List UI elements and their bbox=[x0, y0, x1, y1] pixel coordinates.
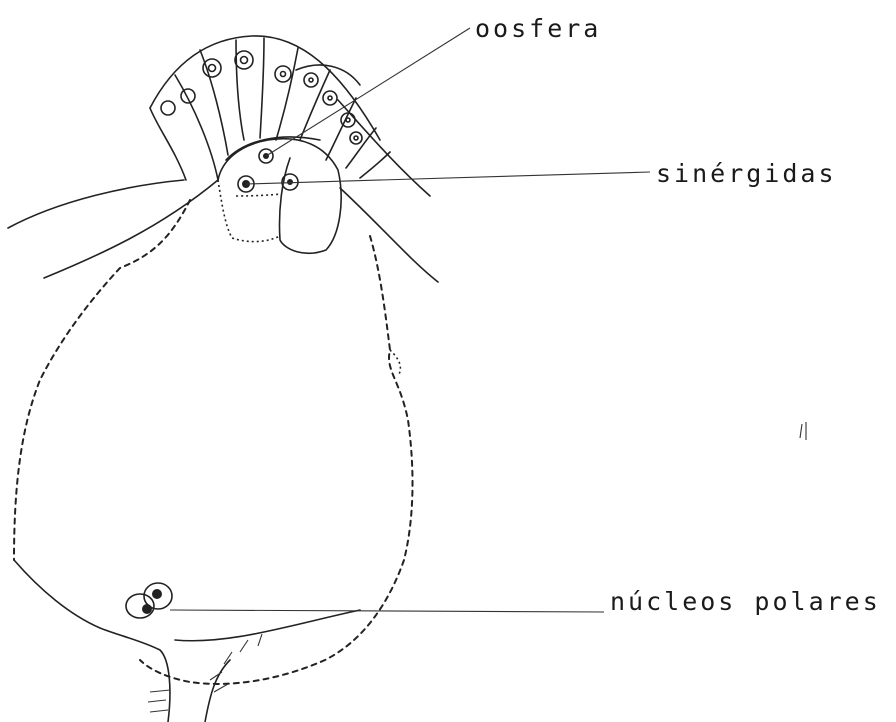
stray-mark bbox=[800, 422, 806, 440]
chalazal-base bbox=[14, 560, 360, 722]
label-sinergidas: sinérgidas bbox=[656, 159, 837, 188]
polar-nuclei bbox=[126, 583, 172, 618]
nucellar-cap bbox=[150, 36, 390, 180]
label-oosfera: oosfera bbox=[475, 14, 601, 43]
egg-apparatus bbox=[218, 139, 341, 254]
leader-line-oosfera bbox=[266, 28, 470, 156]
label-nucleos-polares: núcleos polares bbox=[610, 587, 881, 616]
leader-line-nucleos-polares bbox=[170, 610, 604, 612]
leader-line-sinergidas bbox=[246, 172, 650, 184]
